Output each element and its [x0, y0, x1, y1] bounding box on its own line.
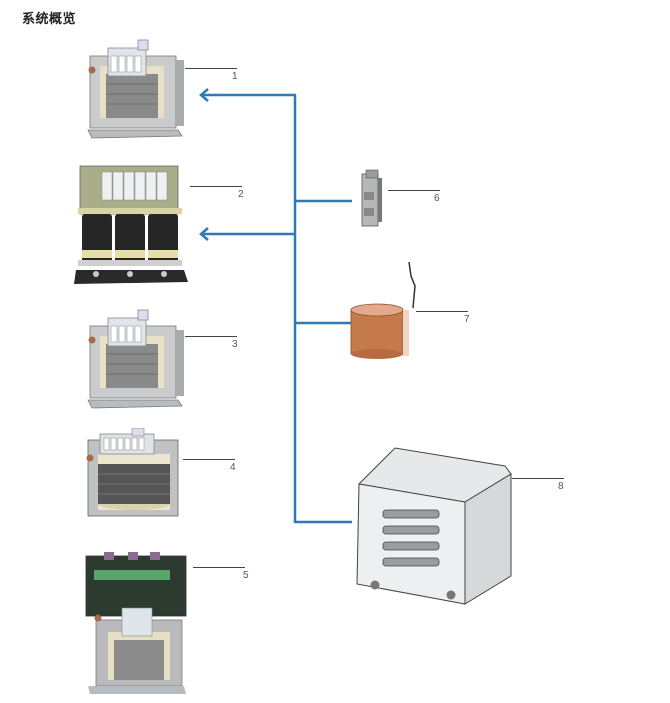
callout-line-8 [512, 478, 564, 479]
transformer-3-image [87, 309, 184, 409]
callout-number-7: 7 [464, 314, 470, 325]
callout-number-4: 4 [230, 462, 236, 473]
callout-line-1 [185, 68, 237, 69]
callout-number-6: 6 [434, 193, 440, 204]
callout-number-8: 8 [558, 481, 564, 492]
callout-line-7 [416, 311, 468, 312]
callout-line-4 [183, 459, 235, 460]
enclosure-8-image [356, 447, 512, 605]
transformer-1-image [87, 39, 184, 139]
callout-number-5: 5 [243, 570, 249, 581]
callout-line-6 [388, 190, 440, 191]
callout-line-3 [185, 336, 237, 337]
copper-coil-7-image [350, 262, 416, 359]
power-supply-5-image [85, 552, 187, 694]
callout-line-5 [193, 567, 245, 568]
page-title: 系统概览 [22, 12, 77, 27]
callout-number-3: 3 [232, 339, 238, 350]
terminal-module-6-image [361, 169, 382, 227]
transformer-4-image [86, 428, 179, 517]
callout-number-2: 2 [238, 189, 244, 200]
callout-line-2 [190, 186, 242, 187]
callout-number-1: 1 [232, 71, 238, 82]
arrow-head-1 [199, 88, 209, 102]
arrow-head-2 [199, 227, 209, 241]
transformer-2-image [74, 165, 188, 284]
